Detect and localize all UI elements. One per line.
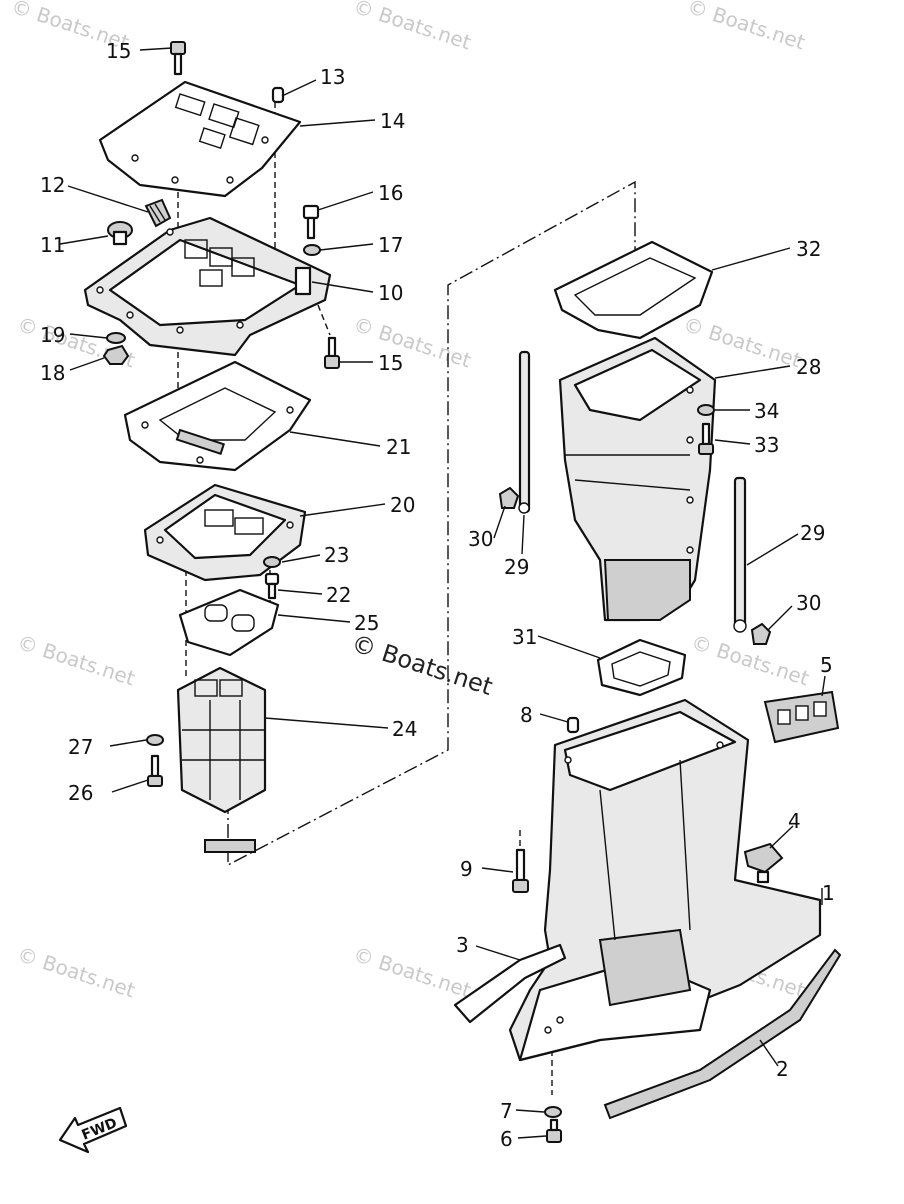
bolt-33 — [698, 422, 714, 455]
lower-casing — [508, 698, 822, 1062]
washer-23 — [263, 556, 281, 568]
plug — [107, 221, 133, 246]
cap-4 — [743, 842, 784, 884]
seal-31 — [596, 638, 687, 697]
rubber-mount — [763, 690, 840, 744]
watermark: © Boats.net — [680, 312, 804, 373]
watermark: © Boats.net — [684, 0, 808, 55]
part-label: 7 — [500, 1099, 513, 1123]
seal-strip-left — [518, 350, 531, 514]
watermark: © Boats.net — [350, 0, 474, 55]
gasket-21 — [123, 360, 312, 472]
part-label: 20 — [390, 493, 415, 517]
part-number-labels: 15 13 14 12 16 11 17 10 19 18 15 21 20 2… — [40, 39, 835, 1151]
bolt-15-top — [170, 41, 186, 76]
bolt-26 — [147, 754, 163, 787]
dowel-pin — [271, 86, 285, 104]
part-label: 25 — [354, 611, 379, 635]
washer-7 — [544, 1106, 562, 1118]
watermark: © Boats.net — [14, 942, 138, 1003]
watermark: © Boats.net — [350, 312, 474, 373]
part-label: 17 — [378, 233, 403, 257]
part-label: 18 — [40, 361, 65, 385]
exhaust-guide — [83, 216, 332, 357]
part-label: 5 — [820, 653, 833, 677]
part-label: 32 — [796, 237, 821, 261]
part-label: 12 — [40, 173, 65, 197]
forward-arrow-icon: FWD — [58, 1106, 128, 1154]
leader-lines — [59, 47, 826, 1139]
washer-19 — [106, 332, 126, 344]
part-label: 4 — [788, 809, 801, 833]
part-label: 30 — [796, 591, 821, 615]
part-label: 3 — [456, 933, 469, 957]
part-label: 15 — [378, 351, 403, 375]
part-label: 16 — [378, 181, 403, 205]
washer-34 — [697, 404, 715, 416]
part-label: 8 — [520, 703, 533, 727]
bolt-22 — [264, 572, 280, 600]
part-label: 24 — [392, 717, 417, 741]
part-label: 29 — [504, 555, 529, 579]
washer-27 — [146, 734, 164, 746]
part-label: 15 — [106, 39, 131, 63]
part-label: 31 — [512, 625, 537, 649]
bolt-6 — [546, 1118, 562, 1143]
stud-bolt — [512, 848, 529, 893]
part-label: 14 — [380, 109, 405, 133]
part-label: 28 — [796, 355, 821, 379]
bolt-15-lower — [324, 336, 340, 369]
upper-casing — [558, 336, 717, 622]
watermark: © Boats.net — [688, 630, 812, 691]
grommet-30-left — [498, 486, 520, 509]
part-label: 1 — [822, 881, 835, 905]
trim-strip — [603, 948, 842, 1120]
part-label: 13 — [320, 65, 345, 89]
part-label: 26 — [68, 781, 93, 805]
muffler — [176, 666, 267, 853]
part-label: 23 — [324, 543, 349, 567]
part-label: 22 — [326, 583, 351, 607]
part-label: 33 — [754, 433, 779, 457]
watermark: © Boats.net — [14, 630, 138, 691]
bolt-16 — [302, 204, 320, 240]
pin-8 — [566, 716, 580, 734]
part-label: 11 — [40, 233, 65, 257]
washer-17 — [303, 244, 321, 256]
part-label: 10 — [378, 281, 403, 305]
gasket-top — [98, 80, 302, 198]
valve-spring — [144, 198, 172, 228]
part-label: 34 — [754, 399, 779, 423]
part-label: 6 — [500, 1127, 513, 1151]
part-label: 9 — [460, 857, 473, 881]
nut-18 — [102, 344, 130, 365]
center-watermark: © Boats.net — [348, 629, 496, 701]
part-label: 21 — [386, 435, 411, 459]
gasket-25 — [178, 588, 280, 657]
part-label: 19 — [40, 323, 65, 347]
grommet-30-right — [750, 622, 772, 645]
gasket-32 — [553, 240, 714, 340]
part-label: 30 — [468, 527, 493, 551]
part-label: 2 — [776, 1057, 789, 1081]
part-label: 27 — [68, 735, 93, 759]
adapter-plate — [143, 483, 307, 582]
seal-strip-right — [733, 476, 747, 633]
part-label: 29 — [800, 521, 825, 545]
